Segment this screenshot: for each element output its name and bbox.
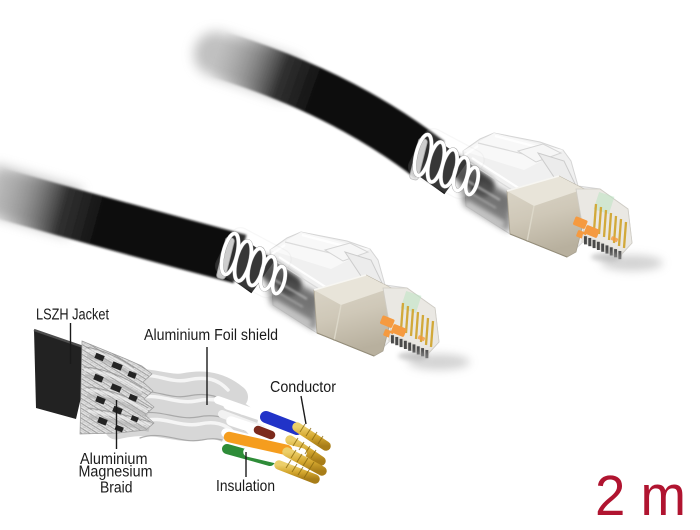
svg-text:Braid: Braid xyxy=(100,480,133,497)
svg-text:Aluminium Foil shield: Aluminium Foil shield xyxy=(144,327,278,344)
svg-text:Conductor: Conductor xyxy=(270,379,336,396)
svg-text:Aluminium: Aluminium xyxy=(80,451,148,468)
svg-text:Magnesium: Magnesium xyxy=(79,464,153,481)
svg-text:Insulation: Insulation xyxy=(216,478,275,495)
svg-text:LSZH Jacket: LSZH Jacket xyxy=(36,307,110,324)
svg-text:2 m: 2 m xyxy=(595,464,686,527)
